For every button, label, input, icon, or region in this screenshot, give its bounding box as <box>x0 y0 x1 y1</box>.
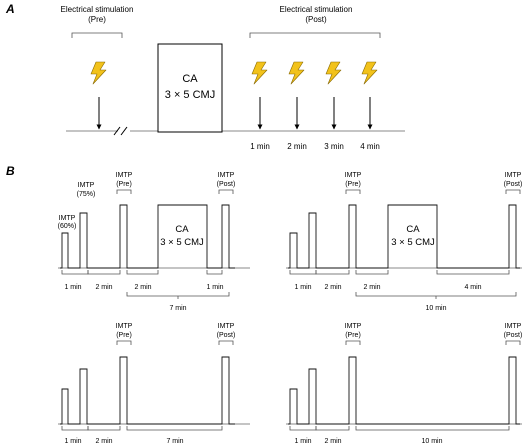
interval-bracket <box>61 270 89 275</box>
panel-a: A Electrical stimulation (Pre) Electrica… <box>5 2 405 151</box>
lightning-bolt-icon <box>90 61 107 85</box>
imtp-pre-label: IMTP <box>345 172 362 179</box>
interval-label: 2 min <box>134 284 151 291</box>
time-label: 3 min <box>324 142 344 151</box>
imtp-pre-bracket <box>116 340 132 345</box>
imtp-post-label: IMTP <box>218 172 235 179</box>
protocol-top-left: IMTP (60%) IMTP (75%) IMTP (Pre) IMTP (P… <box>58 172 250 312</box>
time-label: 2 min <box>287 142 307 151</box>
imtp-pre-label: IMTP <box>345 323 362 330</box>
interval-label: 2 min <box>324 438 341 445</box>
force-trace <box>60 204 235 269</box>
imtp-post-label: IMTP <box>218 323 235 330</box>
interval-label: 7 min <box>166 438 183 445</box>
interval-bracket <box>289 426 317 431</box>
interval-label: 2 min <box>95 438 112 445</box>
stim-post-bracket <box>249 32 381 38</box>
imtp-pre-bracket <box>116 189 132 194</box>
ca-title: CA <box>175 224 189 235</box>
ca-box-subtitle: 3 × 5 CMJ <box>165 89 215 101</box>
interval-bracket <box>61 426 89 431</box>
interval-label: 1 min <box>64 284 81 291</box>
imtp-pre-bracket <box>345 189 361 194</box>
imtp-post-sublabel: (Post) <box>504 181 523 188</box>
interval-label: 1 min <box>294 284 311 291</box>
time-label: 1 min <box>250 142 270 151</box>
imtp-pre-sublabel: (Pre) <box>345 181 361 188</box>
interval-label: 2 min <box>95 284 112 291</box>
stim-post-title: Electrical stimulation <box>280 5 353 14</box>
imtp-pre-sublabel: (Pre) <box>116 332 132 339</box>
interval-bracket <box>87 426 121 431</box>
interval-bracket <box>436 270 510 275</box>
imtp-pre-label: IMTP <box>116 172 133 179</box>
total-label: 7 min <box>169 305 186 312</box>
interval-label: 1 min <box>206 284 223 291</box>
imtp-post-sublabel: (Post) <box>217 181 236 188</box>
force-trace <box>288 356 520 425</box>
ca-box-title: CA <box>182 73 198 85</box>
interval-bracket <box>289 270 317 275</box>
interval-label: 2 min <box>324 284 341 291</box>
imtp-pre-sublabel: (Pre) <box>345 332 361 339</box>
lightning-bolt-icon <box>251 61 268 85</box>
ca-subtitle: 3 × 5 CMJ <box>391 237 435 248</box>
interval-bracket <box>355 426 510 431</box>
interval-bracket <box>315 426 350 431</box>
lightning-bolt-icon <box>325 61 342 85</box>
protocol-top-right: IMTP (Pre) IMTP (Post) CA 3 × 5 CMJ 1 mi… <box>286 172 522 312</box>
imtp-60-sublabel: (60%) <box>58 223 77 230</box>
interval-label: 4 min <box>464 284 481 291</box>
force-trace <box>60 356 235 425</box>
axis-break-mark-2 <box>120 126 128 136</box>
stim-pre-title: Electrical stimulation <box>61 5 134 14</box>
stim-post-subtitle: (Post) <box>305 15 327 24</box>
ca-box <box>157 43 223 133</box>
imtp-pre-bracket <box>345 340 361 345</box>
imtp-post-bracket <box>218 189 234 194</box>
imtp-post-label: IMTP <box>505 323 522 330</box>
interval-label: 10 min <box>421 438 442 445</box>
interval-bracket <box>315 270 350 275</box>
interval-bracket <box>87 270 121 275</box>
imtp-post-sublabel: (Post) <box>504 332 523 339</box>
protocol-bottom-left: IMTP (Pre) IMTP (Post) 1 min 2 min 7 min <box>58 323 250 445</box>
force-trace <box>288 204 520 269</box>
imtp-75-sublabel: (75%) <box>77 191 96 198</box>
interval-bracket <box>126 270 159 275</box>
stim-pre-subtitle: (Pre) <box>88 15 106 24</box>
stim-pre-bracket <box>71 32 123 38</box>
imtp-60-label: IMTP <box>59 215 76 222</box>
total-bracket <box>126 292 230 297</box>
imtp-post-label: IMTP <box>505 172 522 179</box>
interval-bracket <box>126 426 223 431</box>
imtp-post-bracket <box>218 340 234 345</box>
imtp-post-bracket <box>505 189 521 194</box>
total-bracket <box>355 292 517 297</box>
interval-label: 2 min <box>363 284 380 291</box>
panel-b-label: B <box>6 164 15 178</box>
ca-title: CA <box>406 224 420 235</box>
imtp-75-label: IMTP <box>78 182 95 189</box>
imtp-pre-label: IMTP <box>116 323 133 330</box>
axis-break-mark-1 <box>113 126 121 136</box>
imtp-post-sublabel: (Post) <box>217 332 236 339</box>
total-label: 10 min <box>425 305 446 312</box>
lightning-bolt-icon <box>361 61 378 85</box>
panel-a-label: A <box>5 2 15 16</box>
ca-subtitle: 3 × 5 CMJ <box>160 237 204 248</box>
interval-bracket <box>206 270 223 275</box>
time-label: 4 min <box>360 142 380 151</box>
imtp-pre-sublabel: (Pre) <box>116 181 132 188</box>
interval-bracket <box>355 270 389 275</box>
imtp-post-bracket <box>505 340 521 345</box>
interval-label: 1 min <box>294 438 311 445</box>
protocol-bottom-right: IMTP (Pre) IMTP (Post) 1 min 2 min 10 mi… <box>286 323 522 445</box>
lightning-bolt-icon <box>288 61 305 85</box>
interval-label: 1 min <box>64 438 81 445</box>
